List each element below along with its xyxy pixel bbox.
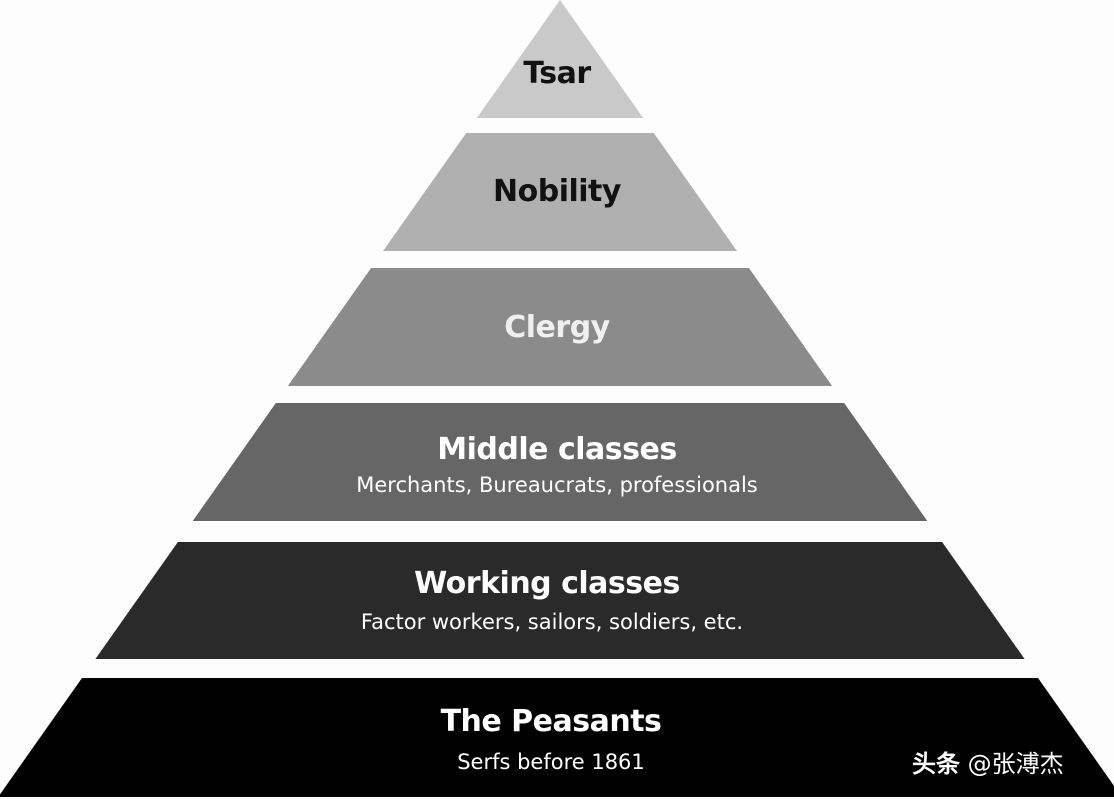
tier-working-subtitle: Factor workers, sailors, soldiers, etc. <box>360 610 744 634</box>
tier-peasants-title: The Peasants <box>440 704 662 739</box>
tier-middle-subtitle: Merchants, Bureaucrats, professionals <box>356 473 758 497</box>
tier-tsar-title: Tsar <box>523 56 591 91</box>
tier-nobility-band <box>383 133 737 251</box>
tier-nobility-title: Nobility <box>493 174 621 209</box>
tier-tsar-band <box>476 0 644 118</box>
watermark-brand: 头条 <box>912 750 960 778</box>
tier-peasants-subtitle: Serfs before 1861 <box>457 750 645 774</box>
tier-clergy-band <box>287 268 833 386</box>
tier-working-title: Working classes <box>414 566 680 601</box>
tier-middle-band <box>192 403 928 521</box>
tier-peasants-band <box>0 678 1114 797</box>
tier-middle-title: Middle classes <box>437 432 677 467</box>
tier-working-band <box>95 542 1025 659</box>
watermark: 头条 @张溥杰 <box>912 744 1064 779</box>
watermark-handle: @张溥杰 <box>967 750 1064 778</box>
tier-clergy-title: Clergy <box>504 310 610 345</box>
